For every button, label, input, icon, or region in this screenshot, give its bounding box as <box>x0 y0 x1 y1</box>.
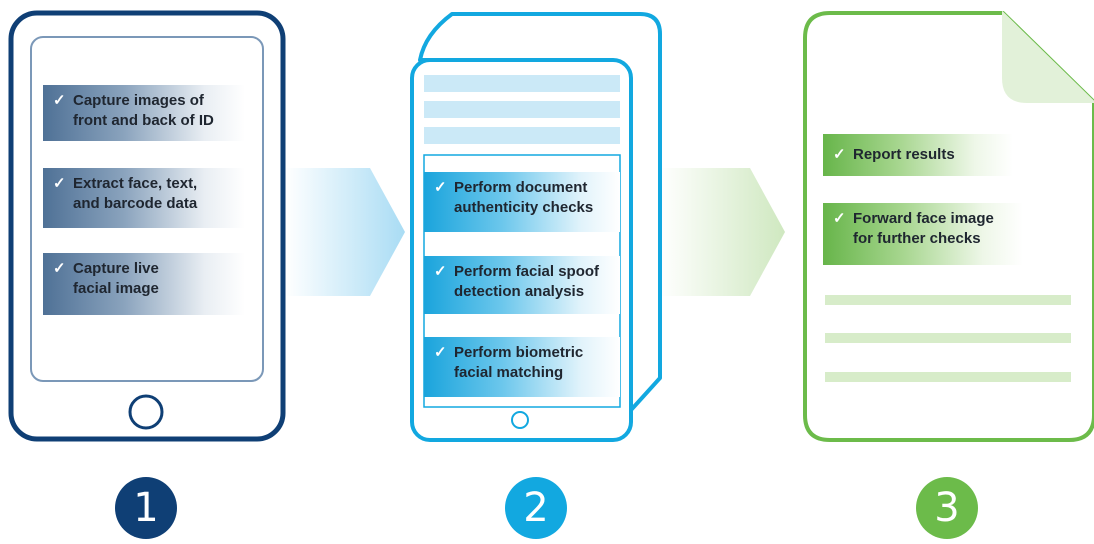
step-2-item-3-text: Perform biometric facial matching <box>454 344 584 381</box>
home-button <box>128 394 164 430</box>
step-1-item-2-text: Extract face, text, and barcode data <box>73 175 198 212</box>
checkmark-icon: ✓ <box>53 260 66 277</box>
step-number-2: 2 <box>505 477 567 539</box>
step-1-item-1-text: Capture images of front and back of ID <box>73 92 214 129</box>
arrow-2-to-3 <box>660 168 785 296</box>
step-2-item-2-text: Perform facial spoof detection analysis <box>454 263 600 300</box>
arrow-1-to-2 <box>285 168 405 296</box>
step-2-item-1-text: Perform document authenticity checks <box>454 179 594 216</box>
step-2-item: ✓ Perform document authenticity checks <box>424 172 620 232</box>
step-1-item: ✓ Capture images of front and back of ID <box>43 85 245 141</box>
checkmark-icon: ✓ <box>53 92 66 109</box>
step-number-3: 3 <box>916 477 978 539</box>
checkmark-icon: ✓ <box>434 263 447 280</box>
step-1-item: ✓ Capture live facial image <box>43 253 245 315</box>
step-3-item-2-text: Forward face image for further checks <box>853 210 994 247</box>
checkmark-icon: ✓ <box>833 146 846 163</box>
step-3-item-1-text: Report results <box>853 146 955 163</box>
step-1-item-3-text: Capture live facial image <box>73 260 159 297</box>
step-2-item: ✓ Perform facial spoof detection analysi… <box>424 256 620 314</box>
checkmark-icon: ✓ <box>833 210 846 227</box>
step-3-item: ✓ Forward face image for further checks <box>823 203 1023 265</box>
phone-home-button <box>511 411 529 429</box>
step-1-item: ✓ Extract face, text, and barcode data <box>43 168 245 228</box>
step-2-item: ✓ Perform biometric facial matching <box>424 337 620 397</box>
step-3-item: ✓ Report results <box>823 134 1013 176</box>
checkmark-icon: ✓ <box>434 179 447 196</box>
checkmark-icon: ✓ <box>53 175 66 192</box>
checkmark-icon: ✓ <box>434 344 447 361</box>
step-number-1: 1 <box>115 477 177 539</box>
